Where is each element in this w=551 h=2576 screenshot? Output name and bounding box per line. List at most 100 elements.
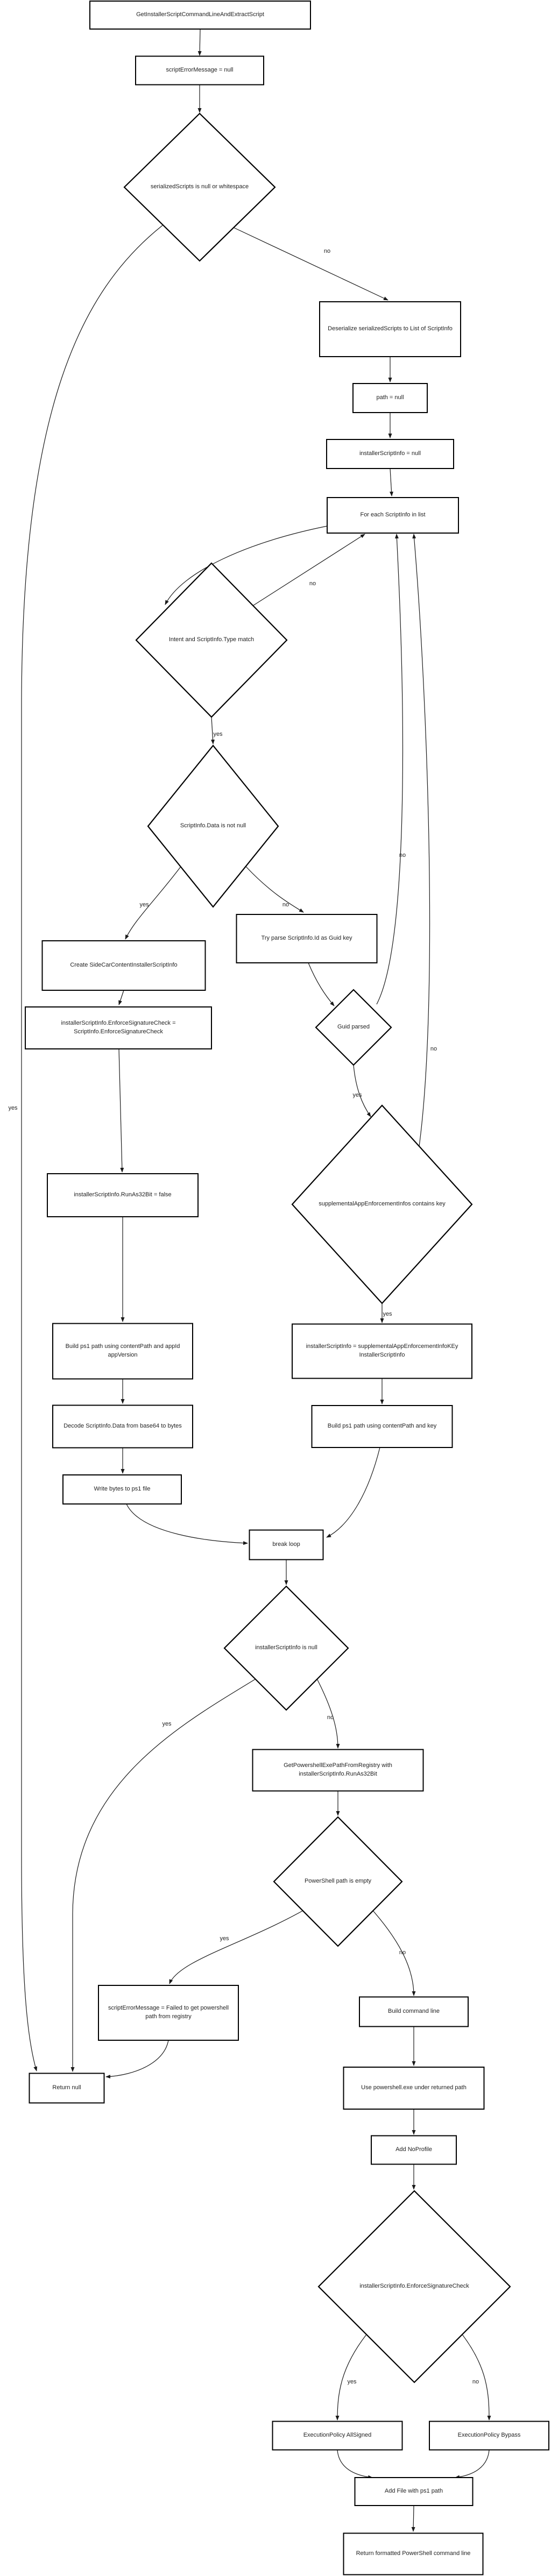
decision-powershell-path-empty-shape <box>273 1816 403 1947</box>
edge-enforcecheck-yes-allsigned <box>335 2334 367 2421</box>
edge-allsigned-to-addfile <box>337 2450 373 2479</box>
build-command-line: Build command line <box>388 2008 440 2015</box>
set-installer-scriptinfo-from-supplemental-shape <box>292 1323 472 1379</box>
decision-intent-type-match: Intent and ScriptInfo.Type match <box>168 636 255 643</box>
return-null: Return null <box>52 2084 81 2091</box>
edge-data-no-tryparse <box>245 866 304 913</box>
decision-guid-parsed-shape <box>315 989 392 1066</box>
build-command-line-shape <box>359 1996 469 2027</box>
edge-tryparse-to-guidparsed <box>308 962 335 1006</box>
build-ps1-path-key: Build ps1 path using contentPath and key <box>327 1423 437 1430</box>
script-error-message-failed-shape <box>98 1985 239 2041</box>
edge-addfile-to-return <box>411 2505 415 2532</box>
decision-powershell-path-empty: PowerShell path is empty <box>304 1878 372 1885</box>
return-formatted-command-line-shape <box>343 2532 484 2575</box>
write-bytes-to-ps1-shape <box>62 1474 182 1505</box>
decision-enforce-signature-check-shape <box>317 2190 511 2383</box>
edge-label-e37_no: no <box>472 2379 479 2385</box>
decision-installer-scriptinfo-null: installerScriptInfo is null <box>255 1644 317 1651</box>
build-ps1-path-key-shape <box>311 1405 453 1448</box>
get-powershell-exe-path-shape <box>252 1749 424 1792</box>
path-init-shape <box>352 383 428 413</box>
edge-data-yes-create <box>125 866 181 940</box>
set-installer-scriptinfo-from-supplemental: installerScriptInfo = supplementalAppEnf… <box>306 1343 458 1358</box>
edge-label-e9_no: no <box>309 580 316 587</box>
script-error-message-failed: scriptErrorMessage = Failed to get power… <box>108 2005 229 2020</box>
set-enforce-signature-check: installerScriptInfo.EnforceSignatureChec… <box>61 1020 176 1035</box>
add-file-ps1-path-shape <box>354 2477 474 2506</box>
edge-label-e27_no: no <box>327 1714 334 1721</box>
execution-policy-bypass-shape <box>429 2421 549 2451</box>
edge-errormsg-to-returnnull <box>105 2040 169 2079</box>
script-error-message-init-shape <box>135 55 264 86</box>
return-null-shape <box>29 2073 105 2104</box>
edge-isnull-yes-returnnull <box>70 1679 256 2072</box>
installer-script-info-init: installerScriptInfo = null <box>359 450 421 457</box>
edge-label-e36_yes: yes <box>347 2379 357 2385</box>
return-formatted-command-line: Return formatted PowerShell command line <box>356 2550 471 2557</box>
edge-label-e12_no: no <box>282 902 289 908</box>
edge-empty-yes-errormsg <box>169 1910 303 1984</box>
edge-serialized-yes-returnnull <box>21 225 163 2071</box>
edge-scriptinfo-to-foreach <box>390 468 394 496</box>
decision-serialized-scripts-null-shape <box>123 112 276 262</box>
edge-enforce-to-runas <box>118 1048 124 1173</box>
decode-base64: Decode ScriptInfo.Data from base64 to by… <box>63 1423 182 1430</box>
decision-scriptinfo-data-not-null-shape <box>147 744 279 908</box>
decision-scriptinfo-data-not-null: ScriptInfo.Data is not null <box>180 822 246 829</box>
edge-create-to-enforce <box>118 990 124 1005</box>
build-ps1-path-appid: Build ps1 path using contentPath and app… <box>65 1343 180 1358</box>
decision-supplemental-contains-key-shape <box>291 1104 473 1304</box>
add-noprofile: Add NoProfile <box>395 2146 432 2153</box>
edge-label-e30_yes: yes <box>220 1935 229 1942</box>
edge-contains-no-foreach <box>412 534 430 1147</box>
edge-isnull-no-getpowershell <box>316 1678 340 1749</box>
build-ps1-path-appid-shape <box>52 1323 193 1380</box>
edge-intent-no-foreach <box>252 534 365 606</box>
use-powershell-under-path: Use powershell.exe under returned path <box>361 2084 467 2091</box>
edge-bypass-to-addfile <box>455 2450 490 2479</box>
add-file-ps1-path: Add File with ps1 path <box>384 2488 443 2495</box>
installer-script-info-init-shape <box>326 439 454 469</box>
foreach-scriptinfo-shape <box>327 497 459 534</box>
try-parse-guid: Try parse ScriptInfo.Id as Guid key <box>261 935 352 942</box>
start-node: GetInstallerScriptCommandLineAndExtractS… <box>136 11 264 18</box>
create-sidecar-scriptinfo: Create SideCarContentInstallerScriptInfo <box>70 962 178 969</box>
edge-label-e28_yes: yes <box>162 1721 172 1727</box>
foreach-scriptinfo: For each ScriptInfo in list <box>360 512 426 519</box>
script-error-message-init: scriptErrorMessage = null <box>166 67 234 74</box>
decision-installer-scriptinfo-null-shape <box>223 1585 349 1711</box>
edge-label-e3_no: no <box>323 248 331 254</box>
decision-intent-type-match-shape <box>135 562 288 718</box>
edge-empty-no-buildcmd <box>372 1910 416 1996</box>
edge-guid-yes-contains <box>353 1065 371 1117</box>
edge-label-e23_yes: yes <box>383 1311 392 1317</box>
edge-label-e10_yes: yes <box>213 731 223 737</box>
execution-policy-allsigned-shape <box>272 2421 403 2451</box>
break-loop-shape <box>249 1529 324 1560</box>
add-noprofile-shape <box>371 2135 457 2165</box>
edge-label-e21_no: no <box>399 852 406 858</box>
write-bytes-to-ps1: Write bytes to ps1 file <box>94 1486 151 1493</box>
set-enforce-signature-check-shape <box>25 1006 212 1049</box>
create-sidecar-scriptinfo-shape <box>41 940 206 991</box>
get-powershell-exe-path: GetPowershellExePathFromRegistry with in… <box>284 1762 392 1777</box>
edge-serialized-no-deserialize <box>233 227 388 301</box>
deserialize-scripts-shape <box>319 301 461 357</box>
edge-write-to-break <box>126 1503 248 1545</box>
execution-policy-bypass: ExecutionPolicy Bypass <box>457 2432 521 2439</box>
path-init: path = null <box>376 394 404 401</box>
deserialize-scripts: Deserialize serializedScripts to List of… <box>328 325 453 332</box>
edge-foreach-to-intent <box>165 526 328 605</box>
decode-base64-shape <box>52 1404 193 1449</box>
decision-guid-parsed: Guid parsed <box>337 1024 370 1031</box>
decision-serialized-scripts-null: serializedScripts is null or whitespace <box>150 183 249 190</box>
execution-policy-allsigned: ExecutionPolicy AllSigned <box>303 2432 372 2439</box>
break-loop: break loop <box>272 1541 300 1548</box>
edge-label-e4_yes: yes <box>8 1105 18 1111</box>
start-node-shape <box>89 1 311 30</box>
set-runas32bit-false: installerScriptInfo.RunAs32Bit = false <box>74 1191 172 1198</box>
set-runas32bit-false-shape <box>47 1173 199 1217</box>
